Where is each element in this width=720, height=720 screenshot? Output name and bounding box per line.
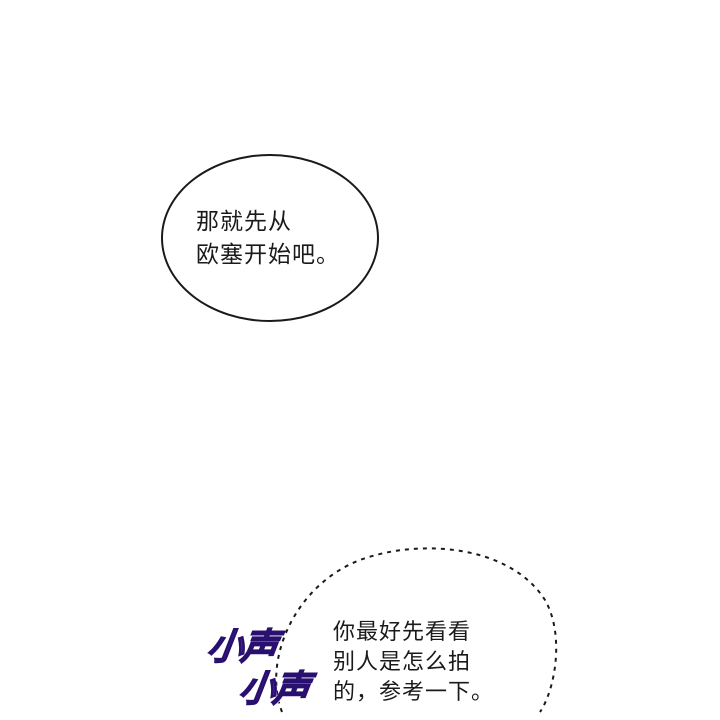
speech-line: 欧塞开始吧。: [196, 242, 340, 268]
speech-bubble-top-text: 那就先从 欧塞开始吧。: [196, 206, 366, 272]
speech-line: 那就先从: [196, 209, 292, 235]
whisper-bubble-text: 你最好先看看 别人是怎么拍 的，参考一下。: [333, 618, 533, 708]
speech-line: 你最好先看看: [333, 620, 472, 645]
speech-line: 的，参考一下。: [333, 680, 495, 705]
speech-bubble-top: [161, 154, 379, 322]
speech-line: 别人是怎么拍: [333, 650, 472, 675]
whisper-sound-effect: 小声: [236, 667, 311, 711]
